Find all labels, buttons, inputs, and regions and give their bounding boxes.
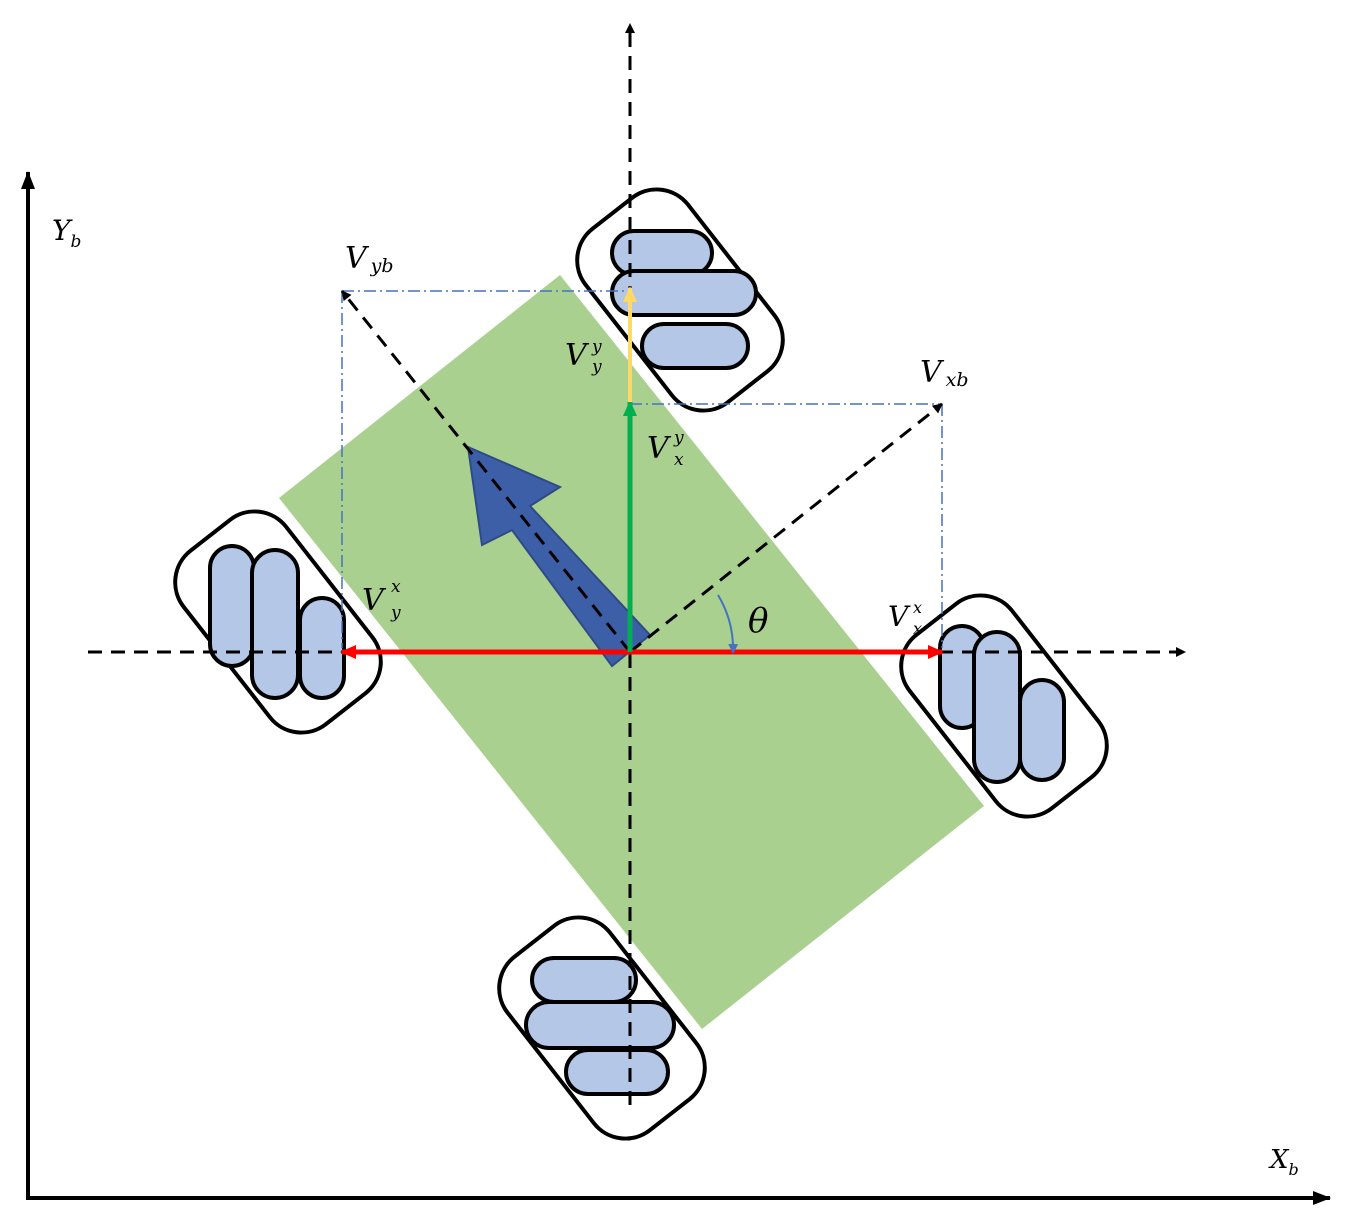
roller-icon [610,229,714,277]
vxy-label: V [647,431,672,466]
vxx-sup: x [913,598,922,617]
vxx-label: V [888,600,911,633]
wheel-bottom-rollers [524,956,676,1096]
vyx-sub: y [390,603,401,623]
y-axis-label: Yb [52,214,81,252]
roller-icon [640,322,750,370]
roller-icon [610,269,758,317]
vyy-sup: y [591,337,602,357]
vyx-label: V [362,583,387,618]
roller-icon [208,544,256,668]
roller-icon [564,1048,670,1096]
vxy-sup: y [673,428,684,448]
wheel-top-rollers [610,229,758,370]
x-axis-label: Xb [1268,1145,1299,1179]
wheel-right-rollers [938,624,1066,784]
heading-arrow [466,445,652,668]
vxx-sub: x [913,619,922,638]
vyy-sub: y [591,357,602,377]
theta-arc [717,594,739,654]
roller-icon [524,1000,676,1050]
roller-icon [250,548,300,700]
vyy-label: V [565,338,590,373]
vxy-sub: x [674,450,684,470]
roller-icon [298,596,346,700]
vyx-sup: x [391,577,401,597]
wheel-left-rollers [208,544,346,700]
roller-icon [530,956,638,1004]
roller-icon [1018,678,1066,782]
projection-lines [341,290,943,648]
theta-label: θ [748,601,768,641]
roller-icon [972,630,1022,784]
